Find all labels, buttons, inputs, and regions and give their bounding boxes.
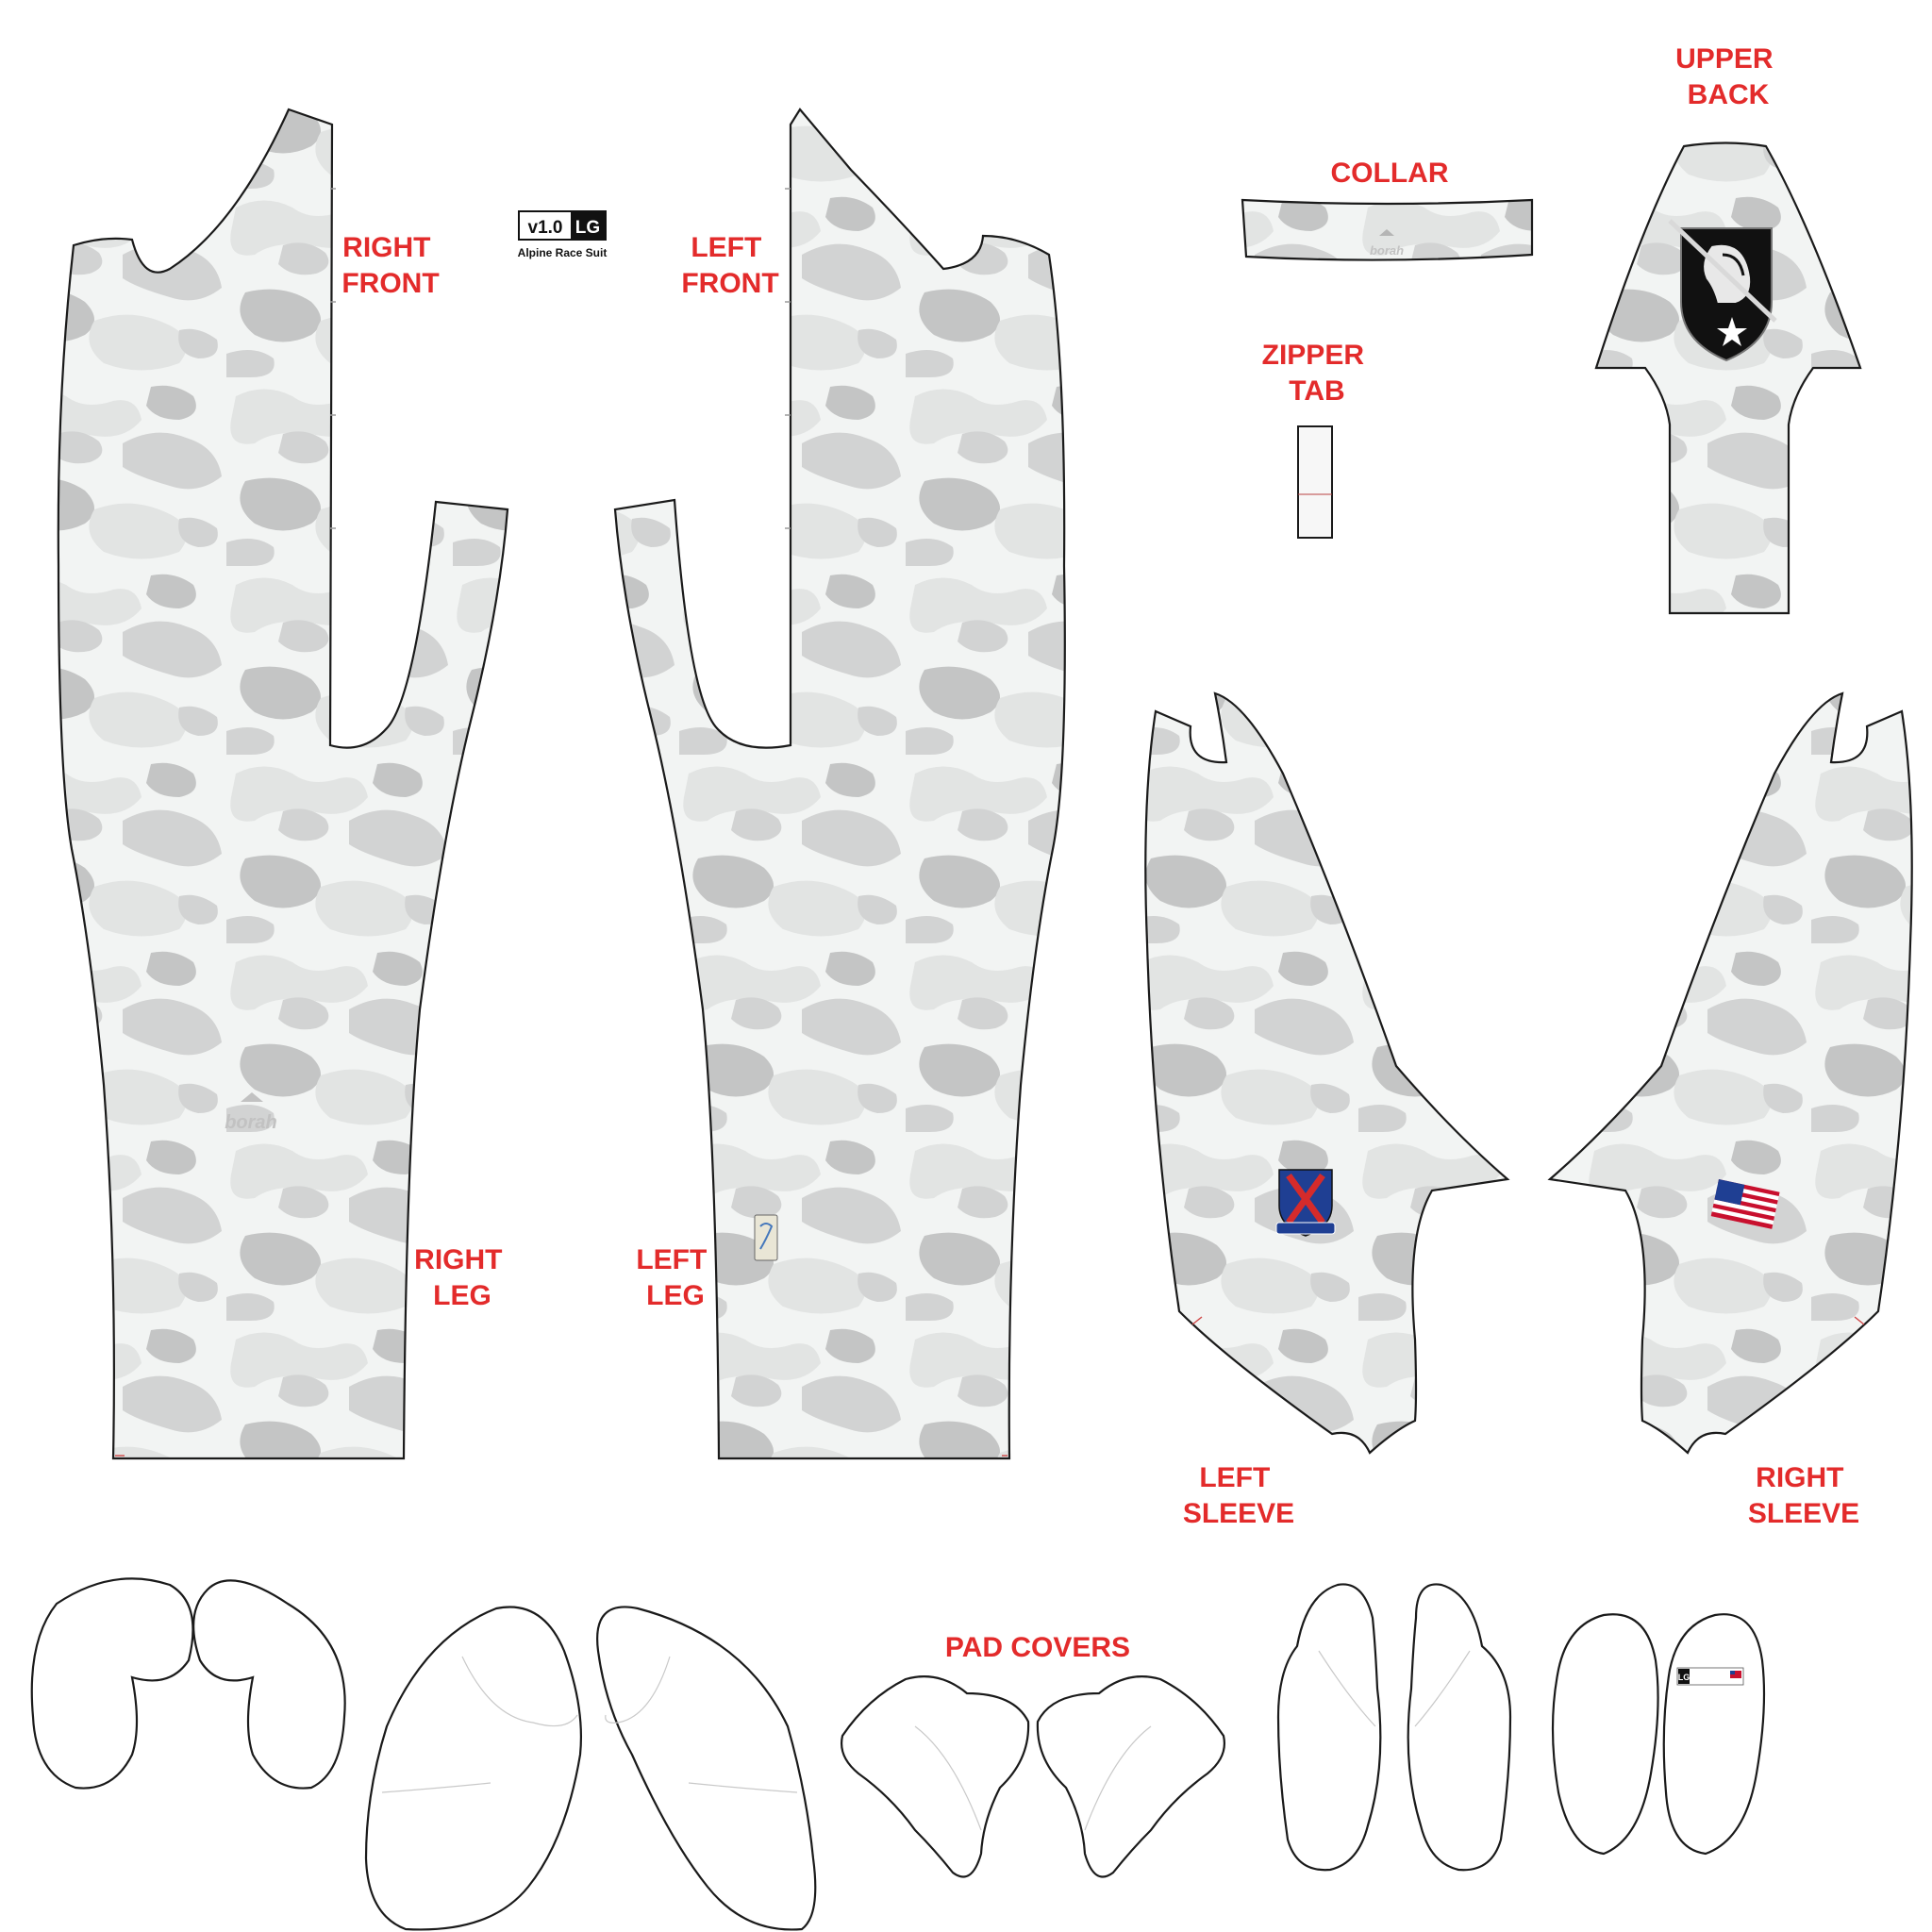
pad-tri-right — [1036, 1675, 1225, 1878]
borah-logo-icon: borah — [225, 1092, 277, 1133]
pad-long-right — [1407, 1583, 1512, 1872]
version-badge: v1.0 LG Alpine Race Suit — [518, 210, 608, 259]
label-right-sleeve: RIGHT SLEEVE — [1748, 1462, 1859, 1529]
right-sleeve-panel — [1547, 691, 1913, 1455]
label-zipper-tab: ZIPPER TAB — [1262, 340, 1373, 407]
label-collar: COLLAR — [1331, 158, 1449, 189]
version-size: LG — [575, 218, 600, 238]
pad-small-oval-right — [1662, 1613, 1766, 1856]
pad-long-left — [1276, 1583, 1382, 1872]
collar-borah-logo-icon: borah — [1370, 229, 1404, 258]
divisional-patch-icon — [1275, 1169, 1336, 1237]
pad-oval-left — [364, 1606, 583, 1931]
label-upper-back: UPPER BACK — [1675, 43, 1781, 110]
label-right-front: RIGHT FRONT — [341, 232, 439, 299]
pad-small-oval-left — [1551, 1613, 1659, 1856]
fis-tag-icon — [754, 1214, 778, 1261]
pad-bean-right — [192, 1579, 346, 1790]
pad-oval-right — [596, 1606, 817, 1931]
label-left-sleeve: LEFT SLEEVE — [1183, 1462, 1294, 1529]
label-right-leg: RIGHT LEG — [414, 1244, 510, 1311]
label-left-front: LEFT FRONT — [681, 232, 778, 299]
label-left-leg: LEFT LEG — [636, 1244, 714, 1311]
label-pad-covers: PAD COVERS — [945, 1632, 1130, 1663]
svg-text:borah: borah — [1370, 243, 1404, 258]
version-product: Alpine Race Suit — [518, 246, 608, 259]
size-tag-text: LG — [1678, 1673, 1690, 1682]
svg-text:borah: borah — [225, 1112, 277, 1133]
version-number: v1.0 — [528, 218, 563, 238]
zipper-tab-panel — [1297, 425, 1333, 539]
size-tag-label: LG — [1676, 1667, 1744, 1686]
army-knight-shield-icon — [1668, 219, 1777, 362]
left-sleeve-panel — [1144, 691, 1510, 1455]
left-front-leg-panel — [613, 108, 1066, 1460]
right-front-leg-panel — [57, 108, 509, 1460]
seam-notches — [330, 188, 791, 529]
upper-back-panel — [1594, 142, 1862, 615]
pad-bean-left — [30, 1577, 194, 1790]
us-flag-icon — [1710, 1179, 1780, 1229]
pad-tri-left — [841, 1675, 1030, 1878]
seam-ticks-red — [115, 1316, 1865, 1457]
